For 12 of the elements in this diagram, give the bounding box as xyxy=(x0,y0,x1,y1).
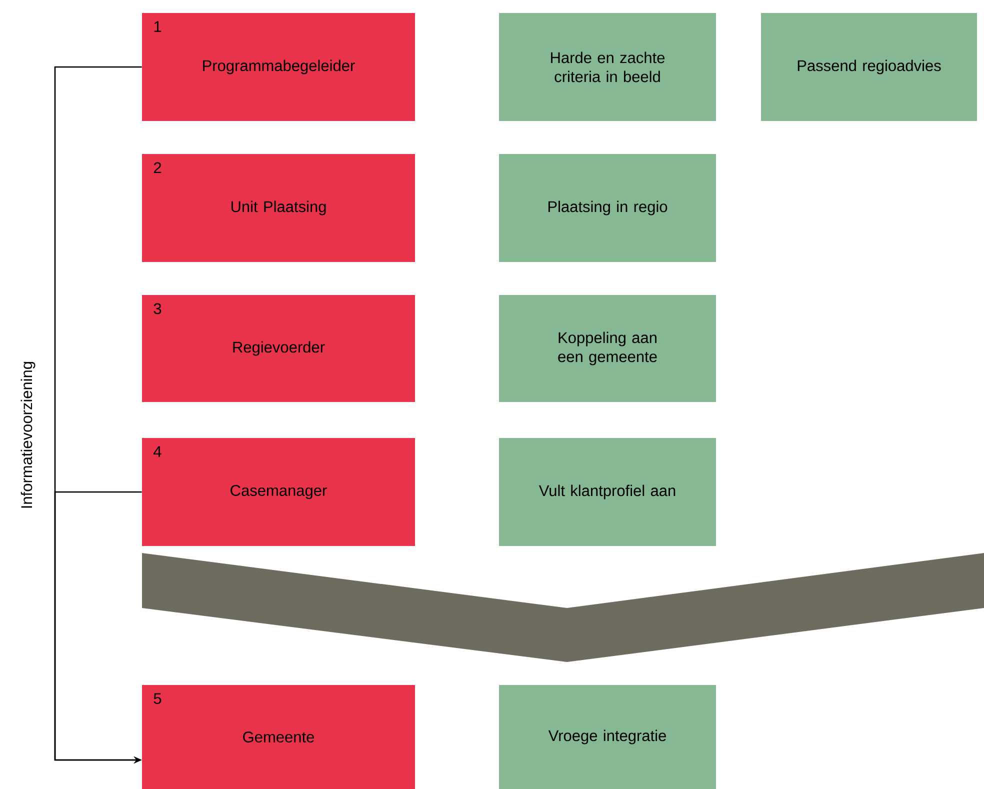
side-label: Informatievoorziening xyxy=(20,362,36,508)
role-box: 3 Regievoerder xyxy=(142,295,415,402)
outcome-box: Plaatsing in regio xyxy=(499,154,716,262)
outcome-box: Vroege integratie xyxy=(499,685,716,789)
role-box: 2 Unit Plaatsing xyxy=(142,154,415,262)
role-box: 4 Casemanager xyxy=(142,438,415,546)
outcome-box: Harde en zachte criteria in beeld xyxy=(499,13,716,121)
outcome-box: Vult klantprofiel aan xyxy=(499,438,716,546)
outcome-box: Koppeling aan een gemeente xyxy=(499,295,716,402)
role-box: 5 Gemeente xyxy=(142,685,415,789)
role-box: 1 Programmabegeleider xyxy=(142,13,415,121)
outcome-box: Passend regioadvies xyxy=(761,13,978,121)
